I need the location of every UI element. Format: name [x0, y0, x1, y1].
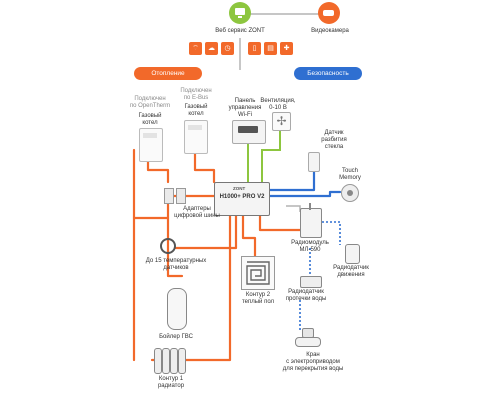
floor-heating-label: Контур 2 теплый пол: [241, 292, 275, 305]
floor-heating-icon: [241, 256, 275, 290]
wire-gas-boiler-2: [193, 150, 216, 184]
camera-label: Видеокамера: [311, 28, 349, 34]
leak-sensor-device: [300, 276, 322, 288]
valve-device: [295, 328, 321, 347]
temp-sensors-label: До 15 температурных датчиков: [145, 258, 207, 271]
opentherm-connect-label: Подключен по OpenTherm: [129, 96, 171, 109]
ventilation-label: Вентиляция, 0-10 В: [260, 98, 296, 111]
radio-module-device: [300, 203, 322, 238]
fan-icon: ✢: [272, 112, 291, 131]
wire-glass-break: [266, 170, 316, 192]
wire-controller-left: [132, 194, 216, 220]
control-panel-device: [232, 120, 266, 144]
phone-icon: ▯: [248, 42, 261, 55]
clock-icon: ◷: [221, 42, 234, 55]
touch-memory-label: Touch Memory: [339, 168, 361, 181]
gas-boiler-2-label: Газовый котел: [184, 104, 208, 117]
motion-sensor-device: [345, 244, 360, 264]
wire-temp-sensors: [174, 212, 238, 250]
radiator-label: Контур 1 радиатор: [157, 376, 185, 389]
antenna-icon: ⌔: [189, 42, 202, 55]
glass-break-sensor: [308, 152, 320, 172]
wire-right-down: [258, 212, 302, 232]
bus-adapters-label: Адаптеры цифровой шины: [174, 206, 220, 219]
wire-gas-boiler-1: [146, 158, 170, 184]
ebus-connect-label: Подключен по E-Bus: [180, 88, 212, 101]
temp-sensor-icon: [160, 238, 176, 254]
valve-label: Кран с электроприводом для перекрытия во…: [282, 352, 344, 372]
gas-boiler-2: [184, 120, 208, 154]
puzzle-icon: ✚: [280, 42, 293, 55]
radio-module-label: Радиомодуль МЛ-590: [291, 240, 329, 253]
gas-boiler-1: [139, 128, 163, 162]
gas-boiler-1-label: Газовый котел: [138, 113, 162, 126]
wire-ventilation: [261, 117, 281, 183]
wire-water-boiler: [166, 216, 184, 278]
leak-sensor-label: Радиодатчик протечки воды: [285, 289, 327, 302]
bus-adapter-2: [176, 188, 186, 204]
camera-icon: [318, 2, 340, 24]
controller-brand: ZONT: [233, 186, 246, 191]
touch-memory-reader: [341, 184, 359, 202]
controller-device: ZONT H1000+ PRO V2: [214, 182, 270, 216]
security-section-pill: Безопасность: [294, 67, 362, 80]
web-service-label: Веб сервис ZONT: [215, 28, 265, 34]
web-service-icon: [229, 2, 251, 24]
glass-break-label: Датчик разбития стекла: [321, 130, 347, 150]
bus-adapter-1: [164, 188, 174, 204]
floor-coil-icon: [246, 261, 270, 285]
radiator-device: [154, 348, 192, 374]
cloud-icon: ☁: [205, 42, 218, 55]
wire-floor: [241, 212, 257, 260]
control-panel-label: Панель управления Wi-Fi: [228, 98, 262, 118]
controller-model: H1000+ PRO V2: [219, 194, 265, 200]
wire-touch-memory: [266, 190, 342, 198]
wire-radio-module: [286, 205, 301, 212]
heating-section-pill: Отопление: [134, 67, 202, 80]
water-boiler-device: [167, 288, 187, 330]
motion-sensor-label: Радиодатчик движения: [333, 265, 369, 278]
chart-icon: ▤: [264, 42, 277, 55]
water-boiler-label: Бойлер ГВС: [159, 334, 193, 340]
radio-link-motion: [322, 221, 341, 245]
